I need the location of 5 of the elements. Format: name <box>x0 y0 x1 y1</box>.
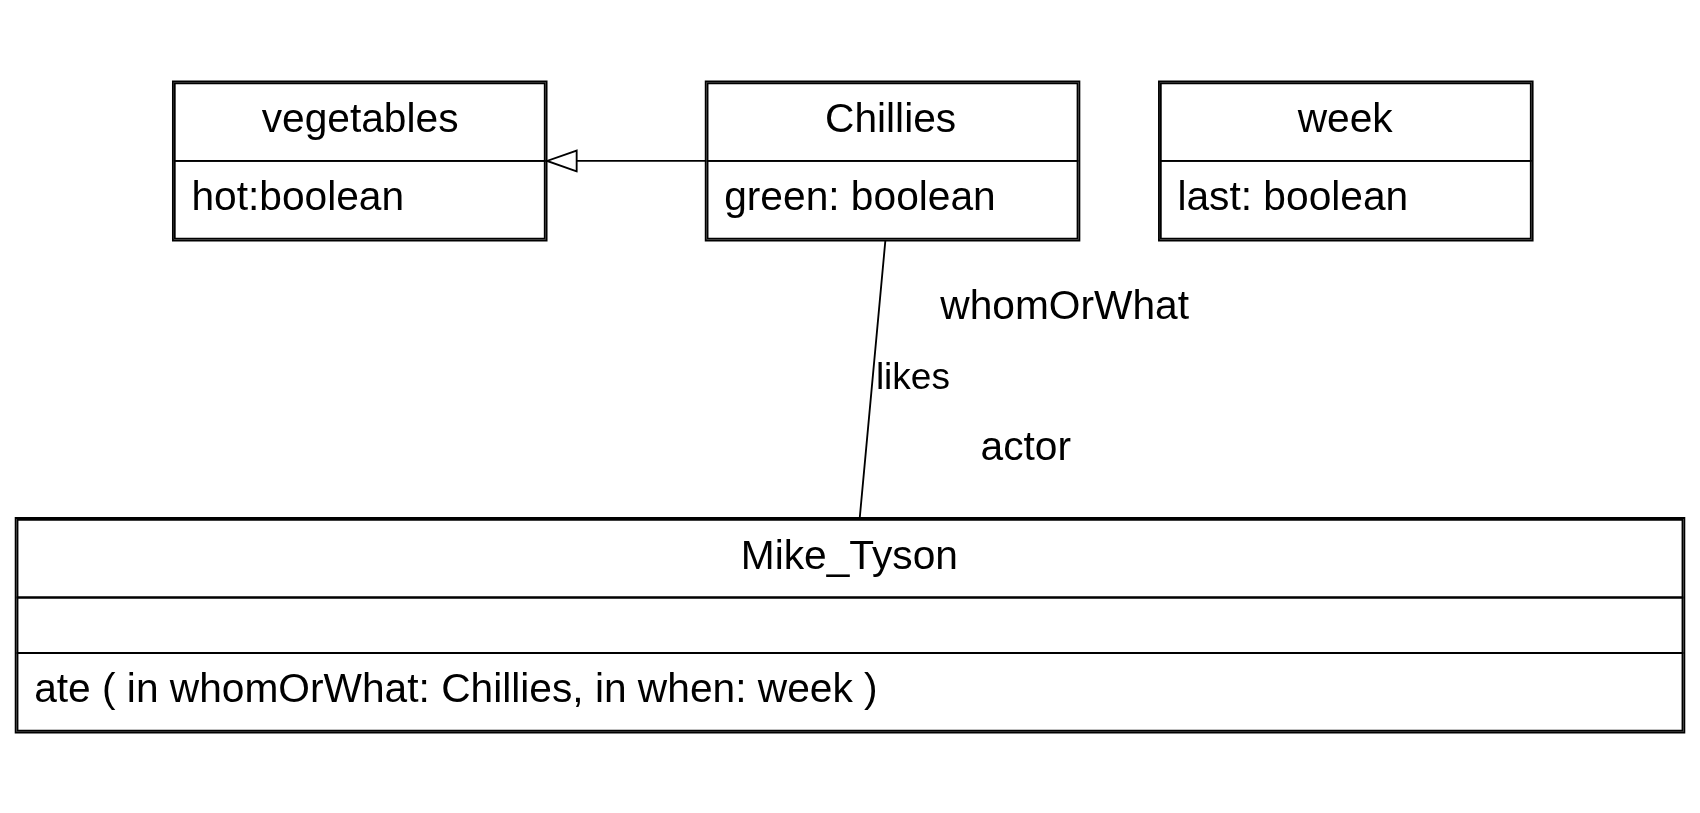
arrow <box>544 148 707 173</box>
edge-label: likes <box>875 355 950 396</box>
label: actor <box>980 422 1071 469</box>
label: whomOrWhat <box>940 281 1189 328</box>
connector <box>858 239 887 518</box>
